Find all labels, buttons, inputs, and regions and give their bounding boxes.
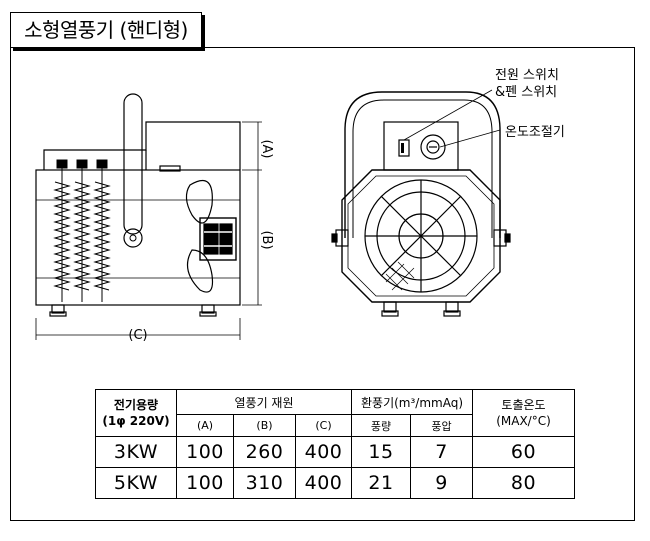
cell-b: 260 [233,436,296,468]
callout-switch-line2: &펜 스위치 [495,85,558,100]
table-row: 3KW 100 260 400 15 7 60 [95,436,576,468]
handle [123,93,143,235]
heater-body [35,169,241,306]
table-header-row: 전기용량 (1φ 220V) 열풍기 재원 환풍기(m³/mmAq) 토출온도 … [95,389,576,437]
cell-capacity: 5KW [95,467,177,499]
capacity-header-line1: 전기용량 [113,398,159,412]
front-view [331,89,511,317]
outlet-temp-header-line1: 토출온도 [501,398,546,412]
table-row: 5KW 100 310 400 21 9 80 [95,467,576,499]
front-handle [344,91,501,238]
sub-pressure: 풍압 [410,414,474,437]
drawing-frame [10,47,635,521]
capacity-header-line2: (1φ 220V) [102,414,170,428]
cell-a: 100 [176,436,234,468]
cell-b: 310 [233,467,296,499]
table-subheader-row: (A) (B) (C) 풍량 풍압 [96,414,575,437]
callout-switch-line1: 전원 스위치 [495,68,559,83]
sub-airflow: 풍량 [351,414,412,437]
motor [199,217,237,261]
fan-blade [185,180,213,224]
callout-temp-control: 온도조절기 [505,125,565,140]
front-body [341,169,501,303]
dim-label-a: (A) [259,139,274,158]
sub-c: (C) [294,414,353,437]
cell-temp: 80 [472,467,576,499]
cell-pressure: 9 [410,467,474,499]
sub-a: (A) [176,414,234,437]
cell-c: 400 [294,467,353,499]
side-view [35,93,262,340]
cell-airflow: 15 [351,436,412,468]
dim-label-b: (B) [259,230,274,249]
fan-spec-header: 열풍기 재원 [175,389,353,415]
cell-airflow: 21 [351,467,412,499]
capacity-header: 전기용량 (1φ 220V) [95,389,177,437]
page-title: 소형열풍기 (핸디형) [10,12,202,48]
outlet-temp-header: 토출온도 (MAX/°C) [472,389,576,437]
dim-label-c: (C) [128,328,147,343]
blower-header: 환풍기(m³/mmAq) [351,389,474,415]
heating-elements [53,159,111,302]
cell-c: 400 [294,436,353,468]
temp-dial [420,134,446,160]
cell-temp: 60 [472,436,576,468]
cell-capacity: 3KW [95,436,177,468]
cell-pressure: 7 [410,436,474,468]
cell-a: 100 [176,467,234,499]
spec-table: 전기용량 (1φ 220V) 열풍기 재원 환풍기(m³/mmAq) 토출온도 … [95,389,576,499]
outlet-temp-header-line2: (MAX/°C) [496,414,551,428]
sub-b: (B) [233,414,296,437]
